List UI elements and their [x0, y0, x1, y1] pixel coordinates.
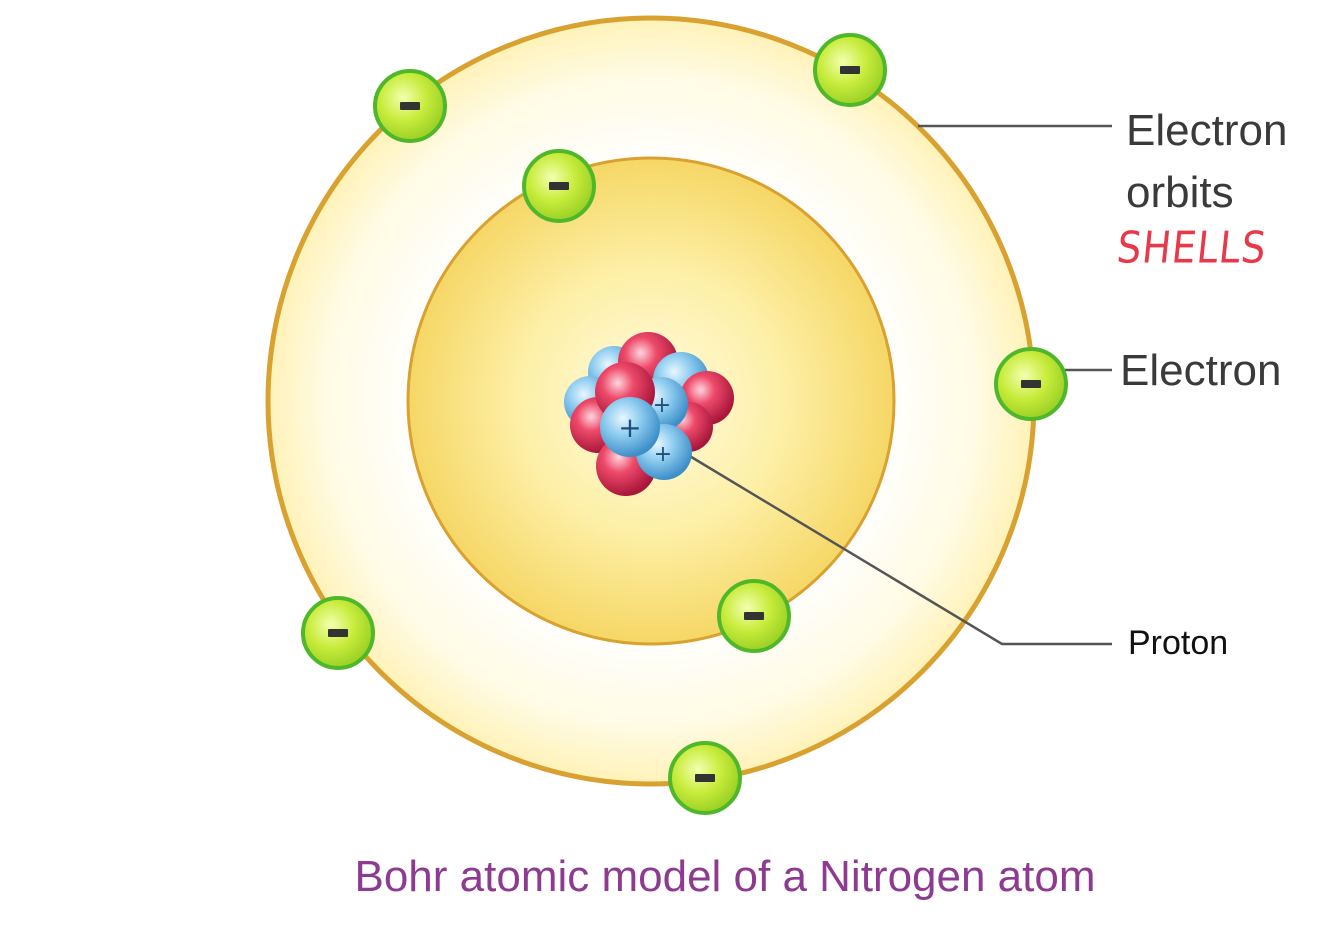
nucleus: + + + — [564, 332, 734, 496]
electron — [522, 149, 596, 223]
proton-plus-sign: + — [653, 393, 671, 418]
electron-label: Electron — [1120, 346, 1282, 395]
shells-handwritten-annotation: SHELLS — [1114, 222, 1270, 273]
electron — [994, 347, 1068, 421]
electron — [301, 596, 375, 670]
proton — [600, 397, 660, 457]
diagram-caption: Bohr atomic model of a Nitrogen atom — [354, 852, 1096, 901]
electron-orbits-label: Electron — [1126, 106, 1288, 155]
electron-orbits-label-line2: orbits — [1126, 168, 1234, 217]
electron — [813, 33, 887, 107]
electron — [668, 741, 742, 815]
proton-plus-sign: + — [654, 442, 672, 467]
proton-leader-line — [682, 450, 1112, 646]
proton-plus-sign: + — [618, 411, 641, 444]
electron — [373, 69, 447, 143]
electron — [717, 579, 791, 653]
proton-label: Proton — [1128, 624, 1229, 662]
